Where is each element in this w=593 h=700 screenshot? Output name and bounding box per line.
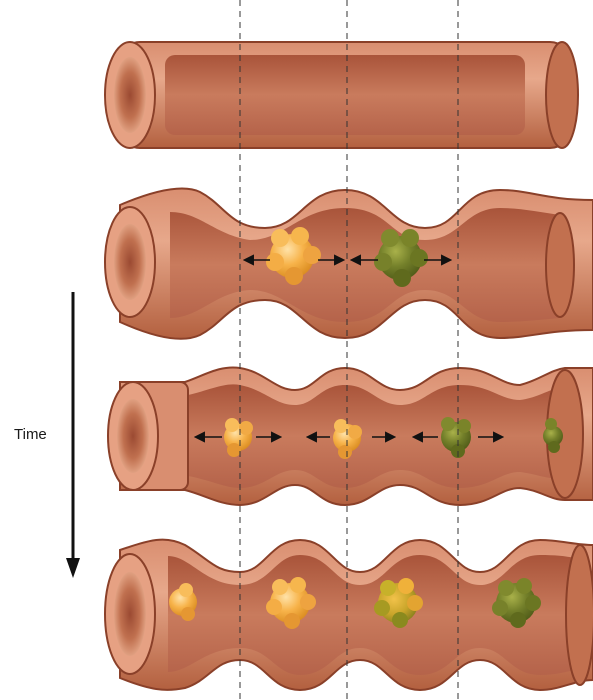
tube-far-rim — [546, 42, 578, 148]
tube-lumen — [165, 55, 525, 135]
tube-opening — [117, 399, 149, 473]
tube-segmented-1 — [105, 188, 593, 338]
time-label: Time — [14, 426, 47, 443]
tube-unsegmented — [105, 42, 578, 148]
tube-opening — [114, 572, 146, 656]
tube-segmented-3 — [105, 540, 593, 690]
time-arrow — [66, 292, 80, 578]
tube-segmented-2 — [108, 367, 593, 505]
tube-opening — [114, 224, 146, 300]
tube-far-rim — [546, 213, 574, 317]
tube-far-rim — [566, 545, 593, 685]
tube-opening — [114, 57, 146, 133]
